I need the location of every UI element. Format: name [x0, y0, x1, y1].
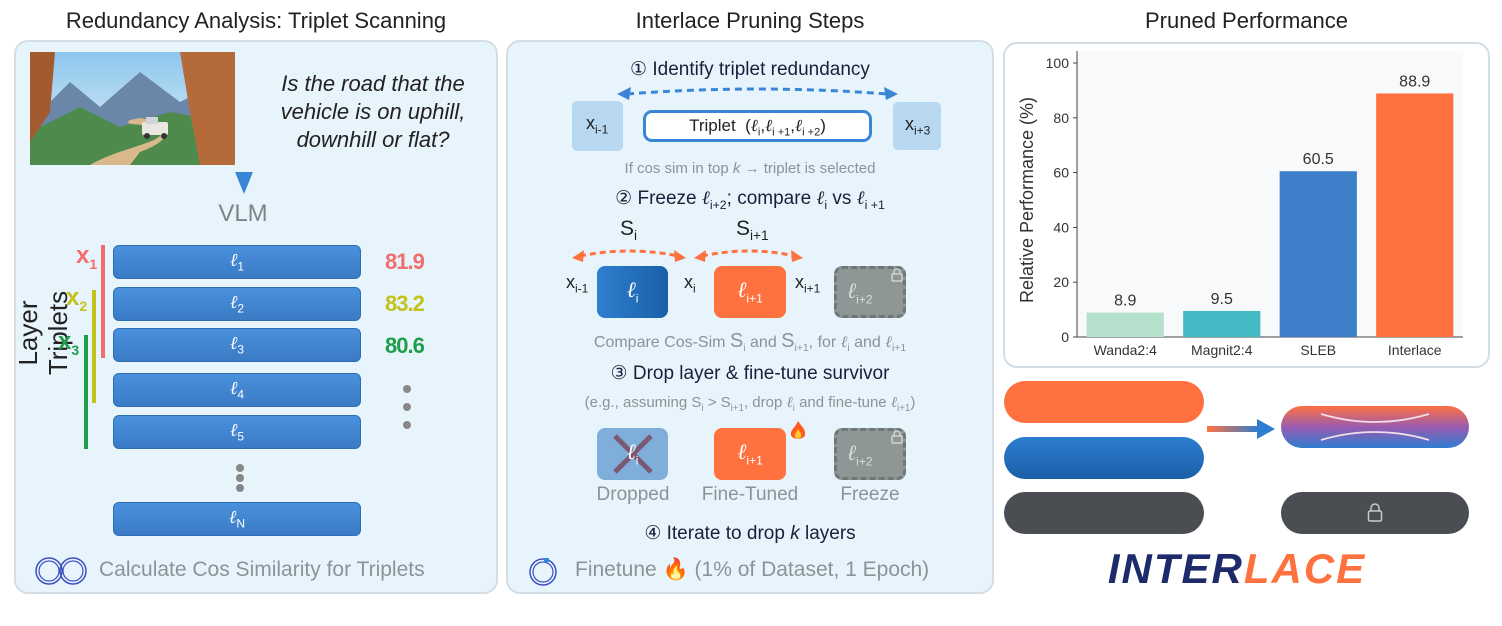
finetune-footer: Finetune 🔥 (1% of Dataset, 1 Epoch)	[575, 558, 930, 581]
orange-layer-pill	[1004, 381, 1204, 423]
cos-similarity-footer: Calculate Cos Similarity for Triplets	[99, 558, 425, 581]
bar-sleb	[1279, 171, 1357, 337]
x-i-plus-1-label: xi+1	[795, 272, 821, 296]
x-tick-label: SLEB	[1300, 342, 1336, 358]
y-tick-label: 40	[1053, 219, 1069, 235]
dropped-label: Dropped	[596, 484, 670, 505]
question-text: Is the road that the vehicle is on uphil…	[280, 71, 466, 152]
lock-icon	[1367, 503, 1383, 522]
triplet-1-score: 81.9	[385, 249, 425, 274]
ellipsis-dot	[403, 385, 411, 393]
triplet-3-bracket	[84, 335, 88, 449]
selection-rule-note: If cos sim in top k → triplet is selecte…	[624, 160, 876, 177]
input-x-next-box: xi+3	[893, 102, 941, 150]
bar-value-label: 8.9	[1114, 293, 1136, 310]
similarity-arrows	[572, 249, 803, 262]
bar-interlace	[1376, 93, 1454, 337]
cosine-similarity-icon	[35, 557, 87, 585]
step-1-heading: ① Identify triplet redundancy	[630, 59, 870, 80]
step-4-heading: ④ Iterate to drop k layers	[644, 523, 856, 544]
interlace-logo: INTERLACE	[1107, 545, 1367, 592]
y-tick-label: 80	[1053, 110, 1069, 126]
ellipsis-dot	[236, 464, 244, 472]
bar-value-label: 88.9	[1399, 73, 1430, 90]
bar-value-label: 9.5	[1211, 291, 1233, 308]
layer-i1-box: ℓi+1	[714, 266, 786, 318]
step-2-heading: ② Freeze ℓi+2; compare ℓi vs ℓi +1	[615, 187, 885, 212]
bar-value-label: 60.5	[1303, 151, 1334, 168]
x-i-minus-1-label: xi-1	[566, 272, 589, 296]
layer-block: ℓ4	[113, 373, 361, 407]
y-tick-label: 100	[1046, 55, 1070, 71]
vlm-label: VLM	[218, 200, 268, 227]
ellipsis-dot	[403, 403, 411, 411]
fire-icon: 🔥	[662, 558, 689, 581]
triplet-3-input-label: x3	[58, 328, 80, 358]
triplet-1-bracket	[101, 245, 105, 358]
bar-magnit24	[1183, 310, 1261, 337]
triplet-2-bracket	[92, 290, 96, 403]
frozen-layer-box: ℓi+2	[834, 428, 906, 480]
step-3-heading: ③ Drop layer & fine-tune survivor	[610, 363, 890, 384]
ellipsis-dot	[236, 484, 244, 492]
y-tick-label: 0	[1061, 329, 1069, 345]
compare-cos-sim-note: Compare Cos-Sim Si and Si+1, for ℓi and …	[593, 330, 907, 355]
gray-layer-pill	[1004, 492, 1204, 534]
layer-block: ℓ5	[113, 415, 361, 449]
blue-layer-pill	[1004, 437, 1204, 479]
frozen-layer-pill	[1281, 492, 1469, 534]
finetuned-label: Fine-Tuned	[701, 484, 799, 505]
triplet-3-score: 80.6	[385, 333, 425, 358]
triplet-1-input-label: x1	[76, 242, 98, 272]
down-arrow-icon	[235, 172, 253, 194]
finetune-cycle-icon	[529, 558, 557, 586]
layer-block: ℓ3	[113, 328, 361, 362]
y-tick-label: 60	[1053, 165, 1069, 181]
layer-i-box: ℓi	[597, 266, 668, 318]
x-tick-label: Interlace	[1388, 342, 1442, 358]
y-tick-label: 20	[1053, 274, 1069, 290]
layer-triplets-axis-label: Layer Triplets	[13, 290, 73, 376]
triplet-2-input-label: x2	[66, 284, 88, 314]
triplet-box: Triplet (ℓi,ℓi +1,ℓi +2)	[643, 110, 872, 142]
layer-block: ℓ2	[113, 287, 361, 321]
road-landscape-image	[30, 52, 235, 165]
interlaced-layer-pill	[1281, 406, 1469, 448]
middle-panel-title: Interlace Pruning Steps	[635, 8, 865, 33]
x-tick-label: Wanda2:4	[1094, 342, 1158, 358]
dropped-layer-box: ℓi	[597, 428, 668, 480]
triplet-span-arrow	[617, 87, 898, 100]
ellipsis-dot	[236, 474, 244, 482]
ellipsis-dot	[403, 421, 411, 429]
lock-icon	[891, 430, 903, 444]
input-x-prev-box: xi-1	[572, 101, 623, 151]
cross-icon	[613, 434, 653, 474]
interlace-curves	[1320, 413, 1430, 441]
freeze-label: Freeze	[840, 484, 900, 505]
merge-arrow-icon	[1207, 419, 1275, 439]
finetuned-layer-box: ℓi+1	[714, 428, 786, 480]
y-axis-label: Relative Performance (%)	[1017, 97, 1037, 303]
right-panel-title: Pruned Performance	[1145, 8, 1348, 33]
x-tick-label: Magnit2:4	[1191, 342, 1253, 358]
similarity-s-i1-label: Si+1	[736, 217, 769, 244]
drop-example-note: (e.g., assuming Si > Si+1, drop ℓi and f…	[584, 393, 916, 414]
left-panel-title: Redundancy Analysis: Triplet Scanning	[65, 8, 447, 33]
layer-i2-frozen-box: ℓi+2	[834, 266, 906, 318]
x-i-label: xi	[684, 272, 696, 296]
layer-block: ℓN	[113, 502, 361, 536]
lock-icon	[891, 268, 903, 282]
fire-icon	[790, 421, 806, 439]
bar-wanda24	[1086, 312, 1164, 337]
layer-block: ℓ1	[113, 245, 361, 279]
triplet-2-score: 83.2	[385, 291, 425, 316]
similarity-s-i-label: Si	[620, 217, 638, 244]
